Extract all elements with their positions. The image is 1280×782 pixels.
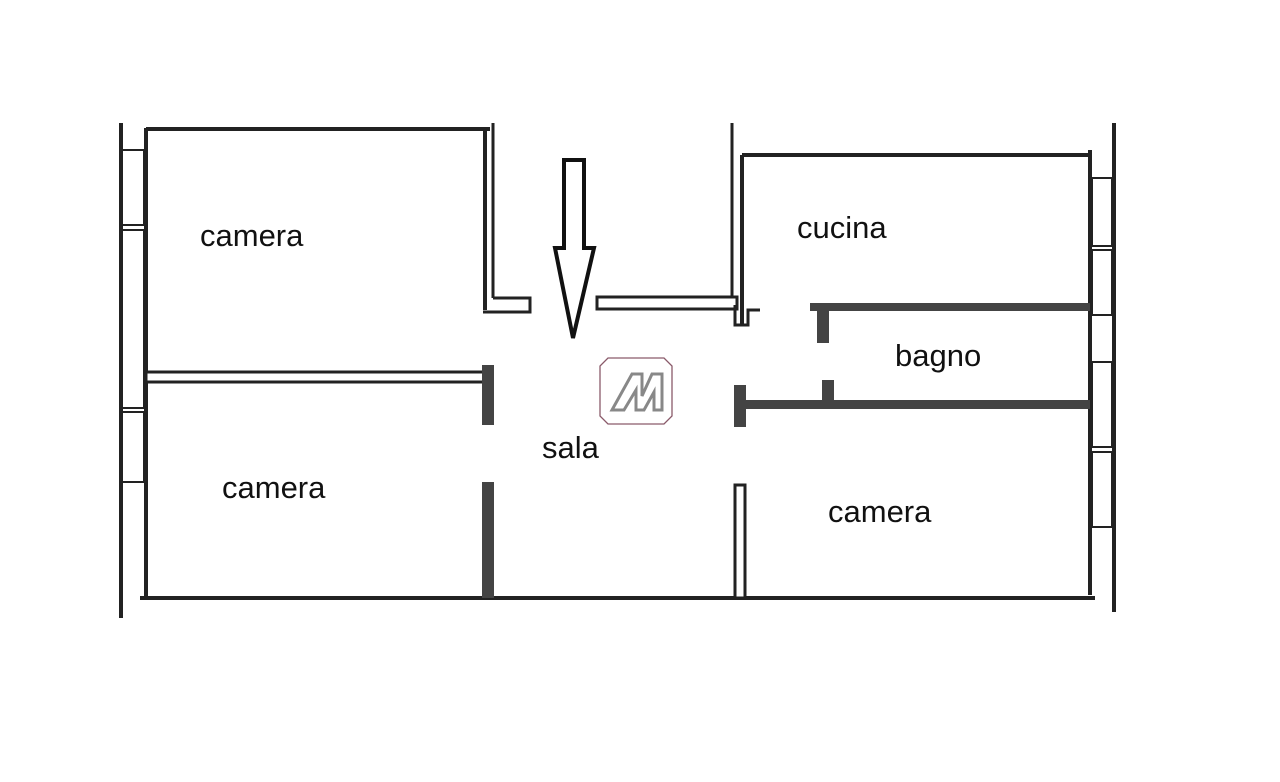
room-label-sala: sala [542,430,599,465]
window-left-3 [121,411,145,483]
room-label-camera-bottom-left: camera [222,470,326,505]
window-right-1 [1091,177,1113,247]
entrance-arrow-icon [552,158,597,339]
window-right-4 [1091,451,1113,528]
room-label-bagno: bagno [895,338,982,373]
walls [119,123,1116,618]
window-left-1 [121,149,145,226]
window-left-2 [121,229,145,409]
window-right-2 [1091,249,1113,316]
window-right-3 [1091,361,1113,448]
room-label-cucina: cucina [797,210,887,245]
room-label-camera-bottom-right: camera [828,494,932,529]
logo-icon [599,357,673,425]
room-label-camera-top-left: camera [200,218,304,253]
